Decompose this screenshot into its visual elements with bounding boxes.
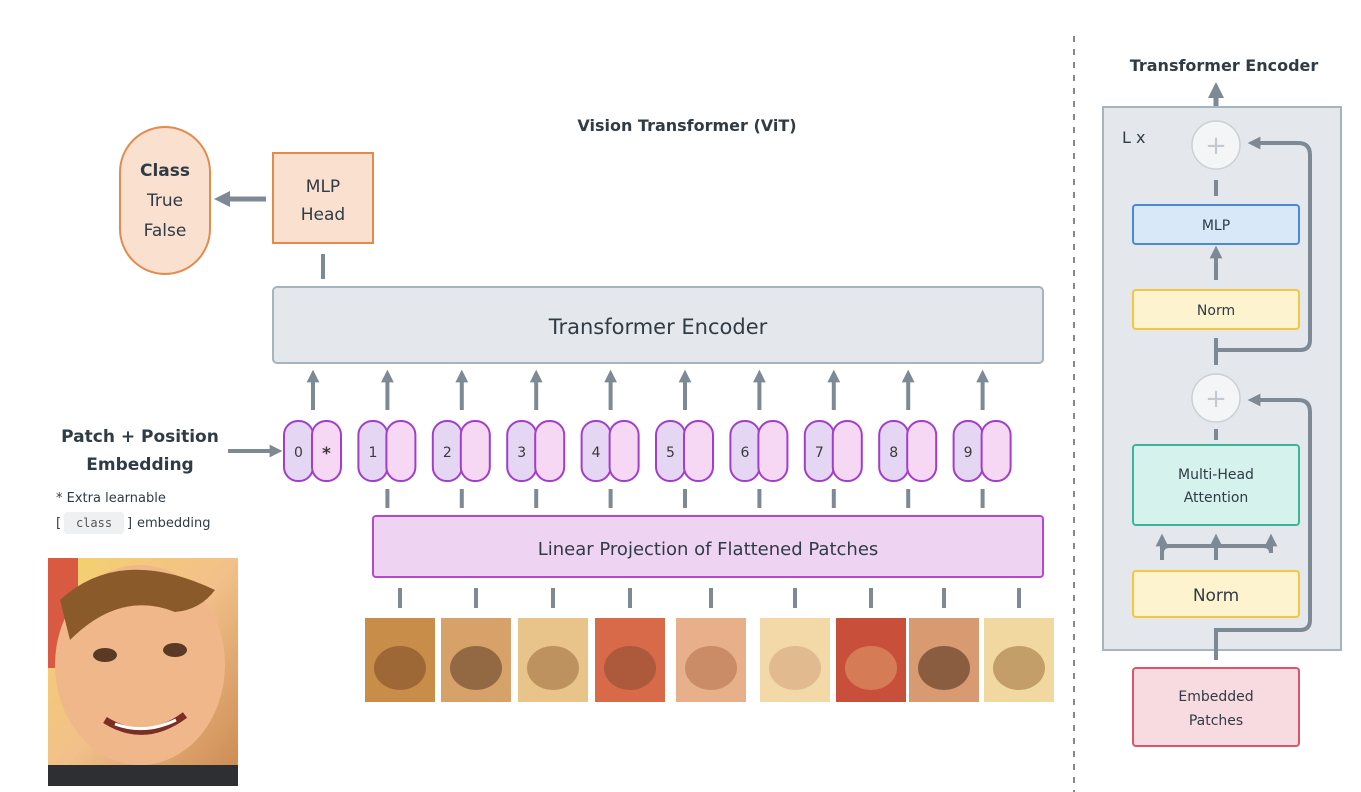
position-index-2: 2 (443, 445, 452, 461)
patch-embedding-8 (906, 420, 938, 482)
token-pair-5: 5 (655, 420, 714, 482)
linear-projection-box (372, 515, 1044, 578)
image-patch-5 (676, 618, 746, 702)
position-index-6: 6 (740, 445, 749, 461)
norm-bottom-block (1132, 570, 1300, 618)
image-patch-7 (836, 618, 906, 702)
embedded-patches-line2: Patches (1189, 713, 1243, 729)
mlp-head-box (272, 152, 374, 244)
note-close-bracket: ] (127, 516, 132, 531)
position-index-1: 1 (368, 445, 377, 461)
token-pair-0: 0* (283, 420, 342, 482)
image-patch-9 (984, 618, 1054, 702)
position-index-0: 0 (294, 445, 303, 461)
token-pair-2: 2 (431, 420, 491, 482)
token-pair-6: 6 (729, 420, 789, 482)
encoder-input-arrows (306, 369, 989, 410)
plus-bottom-symbol: + (1205, 384, 1227, 414)
input-image (48, 558, 238, 786)
norm-top-label: Norm (1197, 303, 1235, 319)
skip-connection-upper (1214, 136, 1312, 352)
patch-embedding-7 (831, 420, 863, 482)
patch-embedding-9 (980, 420, 1012, 482)
image-patches (365, 618, 1054, 702)
token-pair-4: 4 (580, 420, 640, 482)
position-index-7: 7 (815, 445, 824, 461)
image-patch-6 (760, 618, 830, 702)
class-code-text: class (76, 516, 112, 530)
class-code-chip (64, 512, 124, 534)
multi-head-attention-block (1132, 444, 1300, 526)
embedded-patches-line1: Embedded (1178, 689, 1253, 705)
patch-connectors (398, 588, 1021, 608)
token-pair-3: 3 (506, 420, 566, 482)
norm-top-block (1132, 289, 1300, 330)
transformer-encoder-box (272, 286, 1044, 364)
class-output-box (119, 126, 211, 275)
mlp-label: MLP (1202, 218, 1230, 234)
residual-add-top (1191, 120, 1241, 170)
token-pair-9: 9 (952, 420, 1012, 482)
encoder-detail-title: Transformer Encoder (1130, 56, 1319, 75)
token-pair-8: 8 (878, 420, 938, 482)
mha-label-line2: Attention (1184, 490, 1249, 506)
image-patch-3 (518, 618, 588, 702)
patch-embedding-5 (683, 420, 714, 482)
token-pair-1: 1 (357, 420, 417, 482)
linear-projection-label: Linear Projection of Flattened Patches (538, 539, 879, 560)
skip-connection-lower (1214, 393, 1312, 660)
position-index-4: 4 (592, 445, 601, 461)
transformer-encoder-label: Transformer Encoder (548, 315, 768, 339)
embedding-label-line1: Patch + Position (61, 427, 219, 447)
position-index-8: 8 (889, 445, 898, 461)
plus-top-symbol: + (1205, 131, 1227, 161)
patch-embedding-0 (311, 420, 342, 482)
position-index-5: 5 (666, 445, 675, 461)
patch-embedding-6 (757, 420, 789, 482)
residual-add-bottom (1191, 373, 1241, 423)
projection-connectors (385, 489, 985, 508)
note-embedding-word: embedding (137, 516, 211, 531)
mlp-block (1132, 204, 1300, 245)
class-option-true: True (146, 191, 183, 211)
vit-title: Vision Transformer (ViT) (577, 116, 796, 135)
class-token-marker: * (322, 444, 331, 464)
patch-embedding-1 (385, 420, 417, 482)
position-index-3: 3 (517, 445, 526, 461)
norm-bottom-label: Norm (1193, 586, 1239, 606)
extra-learnable-note: * Extra learnable (56, 491, 166, 506)
patch-embedding-3 (534, 420, 566, 482)
image-patch-4 (595, 618, 665, 702)
mlp-head-line1: MLP (306, 177, 340, 197)
position-index-9: 9 (964, 445, 973, 461)
patch-embedding-4 (608, 420, 640, 482)
token-pair-7: 7 (803, 420, 863, 482)
mha-label-line1: Multi-Head (1178, 467, 1254, 483)
mlp-head-line2: Head (301, 205, 345, 225)
image-patch-1 (365, 618, 435, 702)
repeat-label: L x (1122, 128, 1145, 147)
class-option-false: False (144, 221, 187, 241)
note-open-bracket: [ (56, 516, 61, 531)
embedding-label-line2: Embedding (86, 455, 193, 475)
patch-embedding-2 (459, 420, 491, 482)
embedded-patches-block (1132, 667, 1300, 747)
image-patch-2 (441, 618, 511, 702)
image-patch-8 (909, 618, 979, 702)
class-heading: Class (140, 161, 190, 181)
